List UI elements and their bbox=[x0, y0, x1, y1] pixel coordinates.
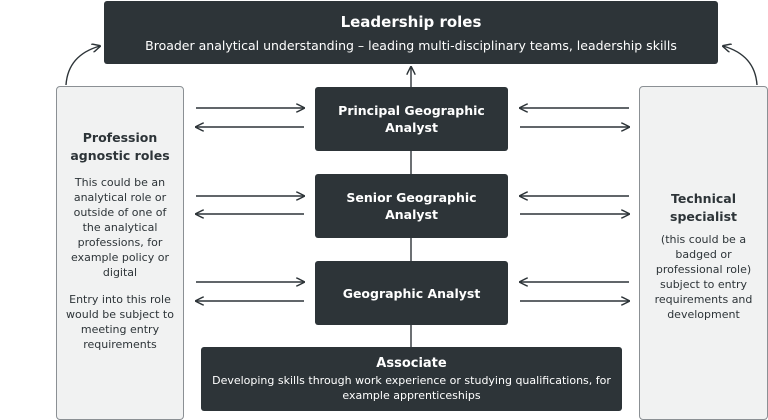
associate-subtitle: Developing skills through work experienc… bbox=[212, 374, 611, 402]
geographic-analyst-box: Geographic Analyst bbox=[315, 261, 508, 325]
leadership-subtitle: Broader analytical understanding – leadi… bbox=[145, 37, 677, 53]
right-box-paragraph: (this could be a badged or professional … bbox=[654, 233, 753, 321]
associate-box: Associate Developing skills through work… bbox=[201, 347, 622, 411]
right-box-title: Technical specialist bbox=[670, 191, 737, 224]
senior-geographic-analyst-box: Senior Geographic Analyst bbox=[315, 174, 508, 238]
associate-title: Associate bbox=[376, 356, 447, 371]
principal-label: Principal Geographic Analyst bbox=[338, 103, 485, 135]
profession-agnostic-roles-box: Profession agnostic roles This could be … bbox=[56, 86, 184, 420]
left-box-paragraph-2: Entry into this role would be subject to… bbox=[66, 293, 174, 351]
curved-arrow-left bbox=[65, 46, 100, 86]
curved-arrow-right bbox=[723, 46, 758, 86]
leadership-roles-box: Leadership roles Broader analytical unde… bbox=[104, 1, 718, 64]
leadership-title: Leadership roles bbox=[340, 12, 482, 31]
senior-label: Senior Geographic Analyst bbox=[346, 190, 477, 222]
principal-geographic-analyst-box: Principal Geographic Analyst bbox=[315, 87, 508, 151]
left-box-title: Profession agnostic roles bbox=[70, 130, 170, 163]
technical-specialist-box: Technical specialist (this could be a ba… bbox=[639, 86, 768, 420]
left-box-paragraph-1: This could be an analytical role or outs… bbox=[71, 176, 169, 279]
geographic-label: Geographic Analyst bbox=[342, 285, 481, 301]
